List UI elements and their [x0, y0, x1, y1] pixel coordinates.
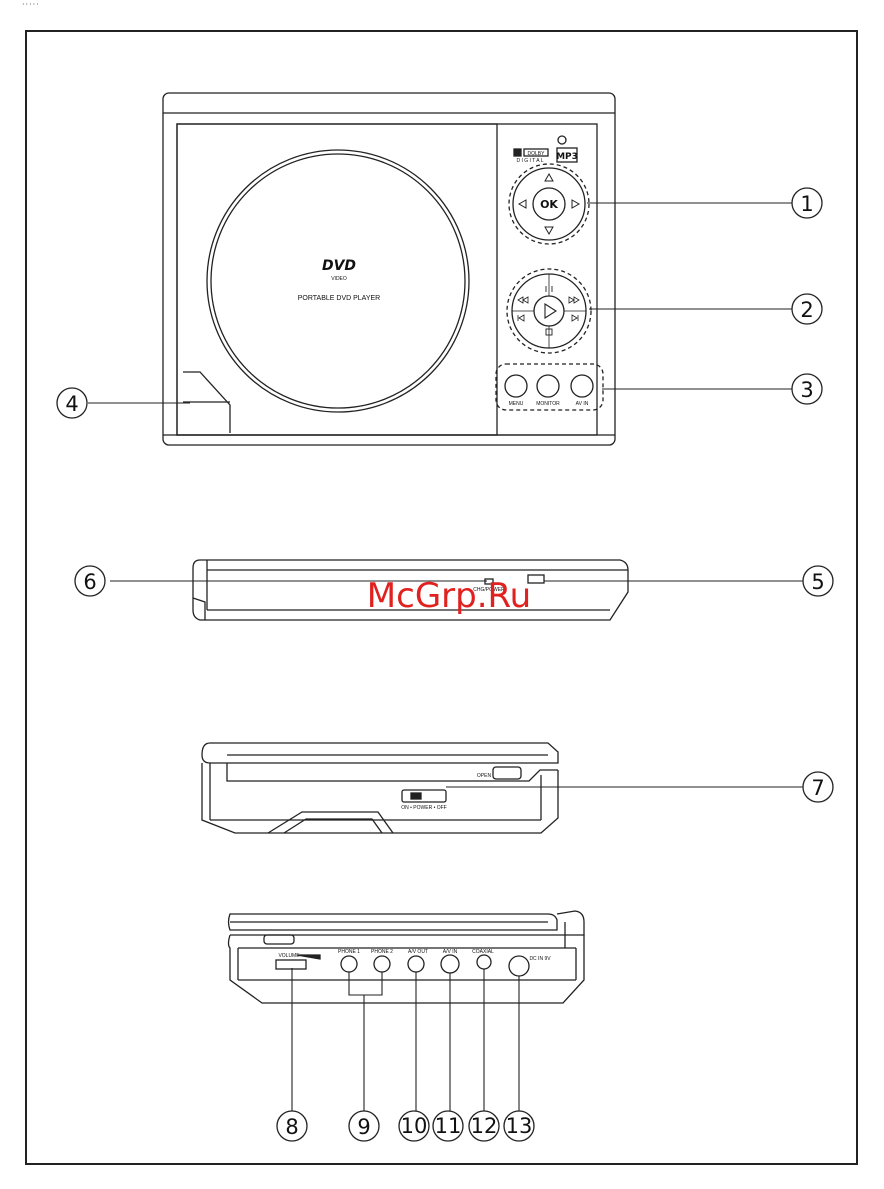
monitor-button[interactable]: [537, 375, 559, 397]
ok-label: OK: [540, 198, 558, 211]
phone-2-jack[interactable]: [374, 956, 390, 972]
mp3-logo: MP3: [556, 152, 578, 162]
callout-circles: [57, 188, 833, 1141]
phone-2-label: PHONE 2: [371, 949, 393, 955]
volume-label: VOLUME: [278, 953, 300, 959]
leader-lines: [88, 203, 803, 1111]
av-out-jack[interactable]: [408, 956, 424, 972]
right-side-view: [202, 743, 558, 833]
coaxial-jack[interactable]: [477, 955, 491, 969]
callout-8: 8: [285, 1115, 298, 1139]
menu-button[interactable]: [505, 375, 527, 397]
coaxial-label: COAXIAL: [472, 949, 494, 955]
callout-4: 4: [65, 392, 78, 416]
callout-6: 6: [83, 570, 96, 594]
callout-10: 10: [401, 1114, 428, 1138]
phone-1-jack[interactable]: [341, 956, 357, 972]
product-name: PORTABLE DVD PLAYER: [298, 295, 380, 302]
dvd-sub: VIDEO: [331, 276, 347, 282]
dc-in-jack[interactable]: [509, 956, 529, 976]
callout-2: 2: [800, 298, 813, 322]
digital-label: D I G I T A L: [516, 158, 543, 164]
fast-forward-icon: [569, 297, 579, 303]
play-icon: [545, 304, 556, 318]
callout-5: 5: [811, 570, 824, 594]
previous-icon: [518, 315, 524, 321]
callout-7: 7: [811, 776, 824, 800]
volume-wheel[interactable]: [276, 960, 306, 969]
power-switch[interactable]: [402, 790, 446, 802]
monitor-label: MONITOR: [536, 401, 560, 407]
callout-9: 9: [357, 1115, 370, 1139]
av-in-jack[interactable]: [441, 955, 459, 973]
av-in-port-label: A/V IN: [443, 949, 458, 955]
front-view: [163, 93, 615, 445]
callout-3: 3: [800, 378, 813, 402]
player-body: [163, 93, 615, 445]
av-in-button[interactable]: [571, 375, 593, 397]
av-out-label: A/V OUT: [408, 949, 428, 955]
callout-1: 1: [800, 192, 813, 216]
play-button[interactable]: [534, 296, 564, 326]
callout-12: 12: [471, 1114, 498, 1138]
open-label: OPEN: [477, 773, 492, 779]
power-label: ON • POWER • OFF: [401, 805, 446, 811]
phone-1-label: PHONE 1: [338, 949, 360, 955]
next-icon: [572, 315, 578, 321]
watermark: McGrp.Ru: [367, 576, 531, 616]
callout-13: 13: [506, 1114, 533, 1138]
av-in-label: AV IN: [576, 401, 589, 407]
dvd-logo: DVD: [322, 258, 356, 274]
open-latch[interactable]: [493, 767, 521, 779]
rewind-icon: [518, 297, 528, 303]
menu-label: MENU: [509, 401, 524, 407]
dolby-label: DOLBY: [528, 151, 546, 157]
callout-11: 11: [435, 1114, 462, 1138]
power-led-icon: [558, 136, 566, 144]
dc-in-label: DC IN 9V: [529, 956, 551, 962]
